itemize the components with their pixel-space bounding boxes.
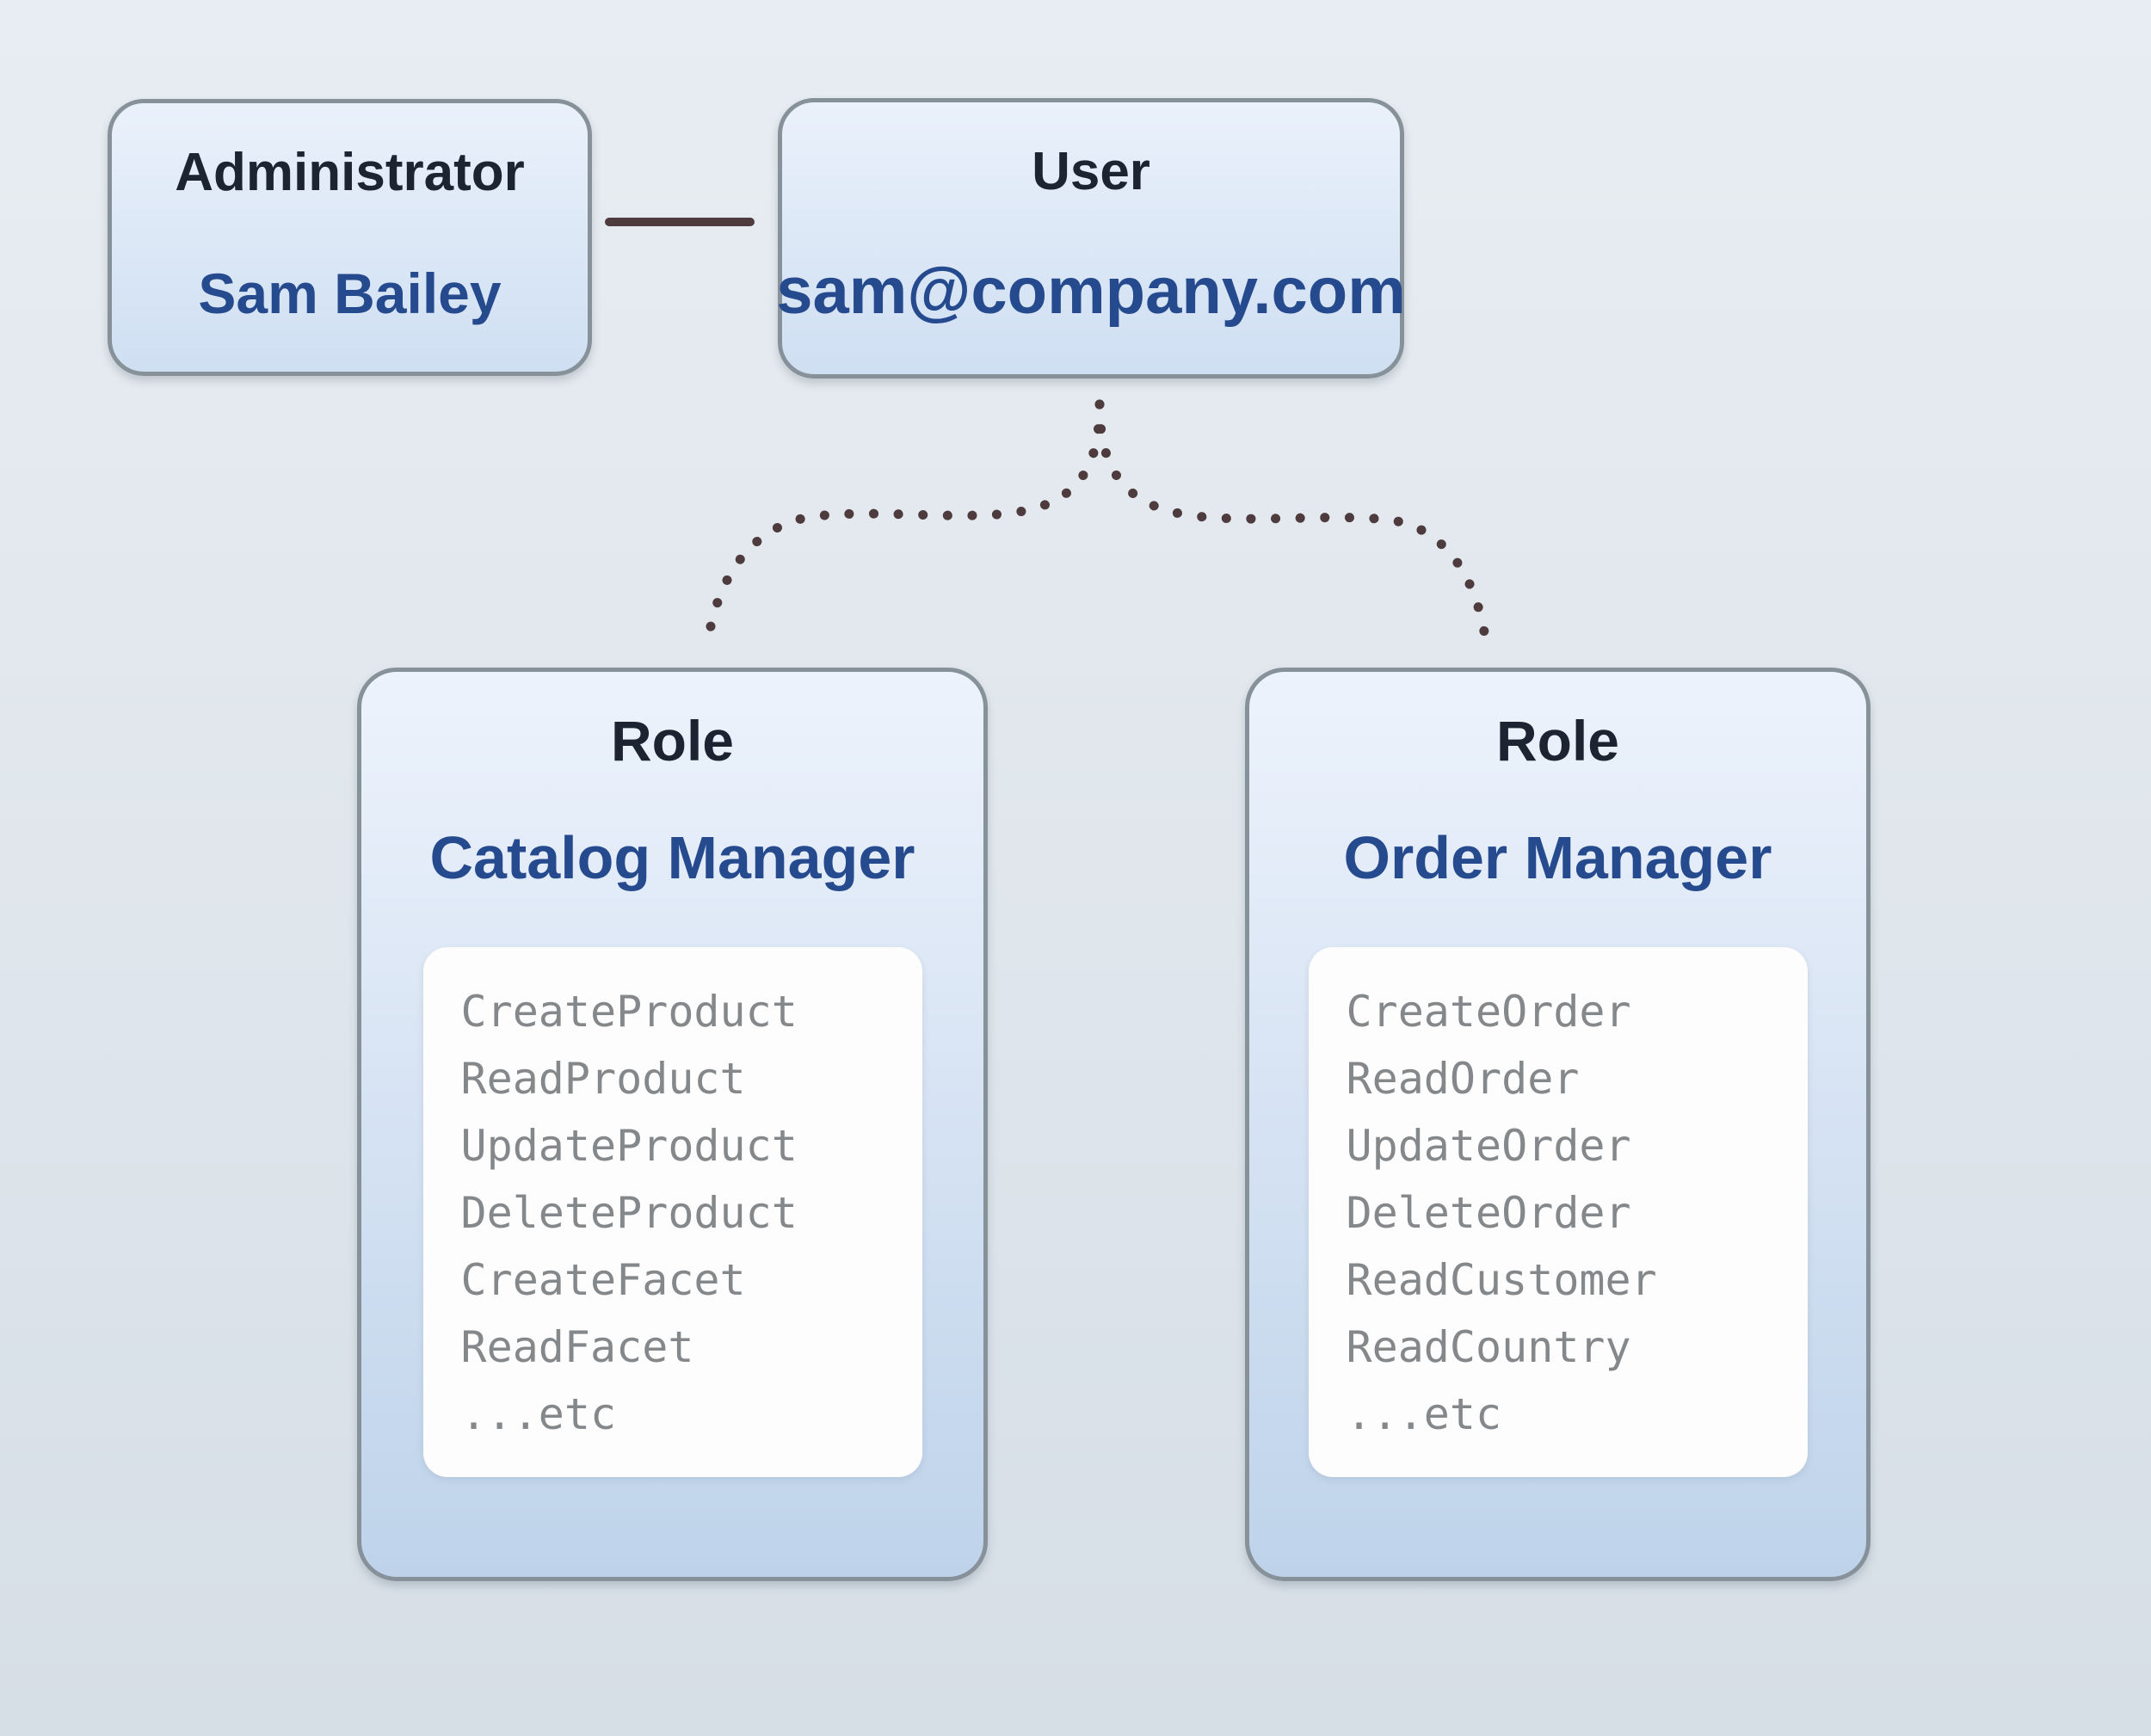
permission-item: ReadCountry bbox=[1346, 1322, 1631, 1372]
catalog-role-name: Catalog Manager bbox=[429, 824, 915, 891]
permission-item: UpdateProduct bbox=[460, 1121, 798, 1171]
permission-item: ...etc bbox=[1346, 1389, 1502, 1439]
permission-item: ReadFacet bbox=[460, 1322, 694, 1372]
order-role-title: Role bbox=[1495, 709, 1620, 773]
permission-item: DeleteOrder bbox=[1346, 1188, 1631, 1238]
permission-item: CreateOrder bbox=[1346, 987, 1631, 1037]
user-email: sam@company.com bbox=[776, 255, 1406, 328]
permission-item: ReadOrder bbox=[1346, 1054, 1580, 1104]
user-node: User sam@company.com bbox=[776, 98, 1406, 379]
permission-item: ReadProduct bbox=[460, 1054, 746, 1104]
permission-item: ReadCustomer bbox=[1346, 1255, 1657, 1305]
permission-item: CreateProduct bbox=[460, 987, 798, 1037]
permission-item: UpdateOrder bbox=[1346, 1121, 1631, 1171]
catalog-role-title: Role bbox=[610, 709, 735, 773]
administrator-title: Administrator bbox=[175, 143, 525, 202]
user-catalog-role-dotted-link bbox=[704, 399, 1105, 640]
order-role-name: Order Manager bbox=[1343, 824, 1772, 891]
user-order-role-dotted-link bbox=[1094, 399, 1490, 642]
permission-item: DeleteProduct bbox=[460, 1188, 798, 1238]
permission-item: CreateFacet bbox=[460, 1255, 746, 1305]
administrator-name: Sam Bailey bbox=[198, 262, 502, 325]
user-title: User bbox=[1032, 142, 1150, 201]
administrator-node: Administrator Sam Bailey bbox=[108, 99, 592, 376]
permission-item: ...etc bbox=[460, 1389, 617, 1439]
